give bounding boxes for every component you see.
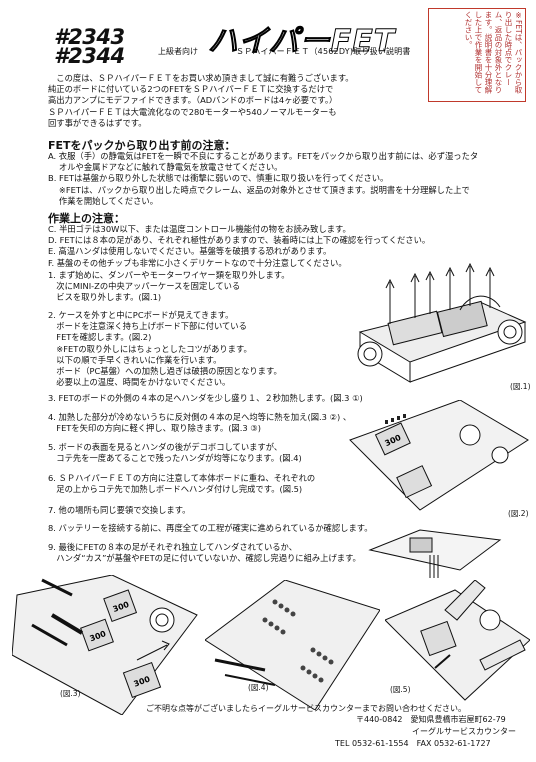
figure-5-fet-installation-illustration xyxy=(385,580,530,701)
footer-note: ご不明な点等がございましたらイーグルサービスカウンターまでお問い合わせください。 xyxy=(146,704,466,713)
figure-9-check-illustration xyxy=(368,529,502,578)
step-2: 2. ケースを外すと中にPCボードが見えてきます。 ボードを注意深く持ち上げボー… xyxy=(48,310,282,388)
figure-2-pcboard-illustration: 300 xyxy=(349,400,529,511)
section-heading-fet-precautions: FETをパックから取り出す前の注意： xyxy=(48,139,236,152)
figure-3-fet-removal-illustration: 300 300 300 xyxy=(12,575,198,715)
figure-1-label: (図.1) xyxy=(510,382,531,391)
intro-line: 純正のボードに付いている2つのFETをＳＰハイパーＦＥＴに交換するだけで xyxy=(48,84,334,95)
step-1: 1. まず始めに、ダンパーやモーターワイヤー類を取り外します。 次にMINI-Z… xyxy=(48,270,290,303)
note-line: E. 高温ハンダは使用しないでください。基盤等を破損する恐れがあります。 xyxy=(48,246,332,257)
audience-label: 上級者向け xyxy=(158,47,198,56)
note-line: B. FETは基盤から取り外した状態では衝撃に弱いので、慎重に取り扱いを行ってく… xyxy=(48,173,389,184)
step-4: 4. 加熱した部分が冷めないうちに反対側の４本の足へ均等に熱を加え(図.3 ②)… xyxy=(48,412,352,434)
intro: この度は、ＳＰハイパーＦＥＴをお買い求め頂きまして誠に有難うございます。 純正の… xyxy=(48,73,354,129)
note-line: F. 基盤のその他チップも非常に小さくデリケートなので十分注意してください。 xyxy=(48,257,347,268)
step-5: 5. ボードの表面を見るとハンダの後がデコボコしていますが、 コテ先を一度あてる… xyxy=(48,442,302,464)
intro-line: 高出力アンプにモデファイドできます。（ADバンドのボードは4ヶ必要です。） xyxy=(48,95,338,106)
section-heading-work-precautions: 作業上の注意： xyxy=(48,212,125,225)
note-line: ※FETは、パックから取り出した時点でクレーム、返品の対象外とさせて頂きます。説… xyxy=(48,184,470,195)
step-7: 7. 他の場所も同じ要領で交換します。 xyxy=(48,505,191,515)
figure-4-solder-cleanup-illustration xyxy=(205,580,380,710)
intro-line: ＳＰハイパーＦＥＴは大電流化なので280モーターや540ノーマルモーターも xyxy=(48,106,337,117)
footer-phone-fax: TEL 0532-61-1554 FAX 0532-61-1727 xyxy=(335,739,491,748)
footer-postal-address: 〒440-0842 愛知県豊橋市岩屋町62-79 xyxy=(356,715,506,724)
section2-body: C. 半田ゴテは30W以下、または温度コントロール機能付の物をお読み致します。 … xyxy=(48,224,430,269)
step-3: 3. FETのボードの外側の４本の足へハンダを少し盛り１、２秒加熱します。(図.… xyxy=(48,393,363,403)
model-number-1: #2343 xyxy=(54,25,125,49)
figure-2-label: (図.2) xyxy=(508,509,529,518)
intro-line: この度は、ＳＰハイパーＦＥＴをお買い求め頂きまして誠に有難うございます。 xyxy=(48,73,354,83)
step-6: 6. ＳＰハイパーＦＥＴの方向に注意して本体ボードに重ね、それぞれの 足の上から… xyxy=(48,473,316,495)
section1-body: A. 衣服（手）の静電気はFETを一瞬で不良にすることがあります。FETをパック… xyxy=(48,151,478,207)
page-title: ハイパーFET xyxy=(207,24,396,60)
note-line: D. FETには８本の足があり、それぞれ極性がありますので、装着時には上下の確認… xyxy=(48,235,431,246)
footer-company: イーグルサービスカウンター xyxy=(412,727,516,736)
note-line: 作業を開始してください。 xyxy=(48,195,158,206)
figure-4-label: (図.4) xyxy=(248,683,269,692)
step-9: 9. 最後にFETの８本の足がそれぞれ独立してハンダされているか、 ハンダ“カス… xyxy=(48,542,361,564)
figure-3-label: (図.3) xyxy=(60,689,81,698)
figure-1-chassis-illustration xyxy=(357,262,527,383)
note-line: オルや金属ドアなどに触れて静電気を放電させてください。 xyxy=(48,162,283,173)
note-line: A. 衣服（手）の静電気はFETを一瞬で不良にすることがあります。FETをパック… xyxy=(48,151,479,161)
step-8: 8. バッテリーを接続する前に、再度全ての工程が確実に進められているか確認します… xyxy=(48,523,373,533)
figure-5-label: (図.5) xyxy=(390,685,411,694)
note-line: C. 半田ゴテは30W以下、または温度コントロール機能付の物をお読み致します。 xyxy=(48,224,351,234)
page-subtitle: ＳＰハイパーＦＥＴ（4562DY)取り扱い説明書 xyxy=(236,47,411,56)
model-number-2: #2344 xyxy=(54,44,125,68)
warning-box: ※FETは、パックから取り出した時点でクレーム、返品の対象外となります。説明書を… xyxy=(428,8,526,102)
intro-line: 回す事ができるはずです。 xyxy=(48,117,147,128)
model-numbers: #2343 #2344 xyxy=(54,25,125,68)
